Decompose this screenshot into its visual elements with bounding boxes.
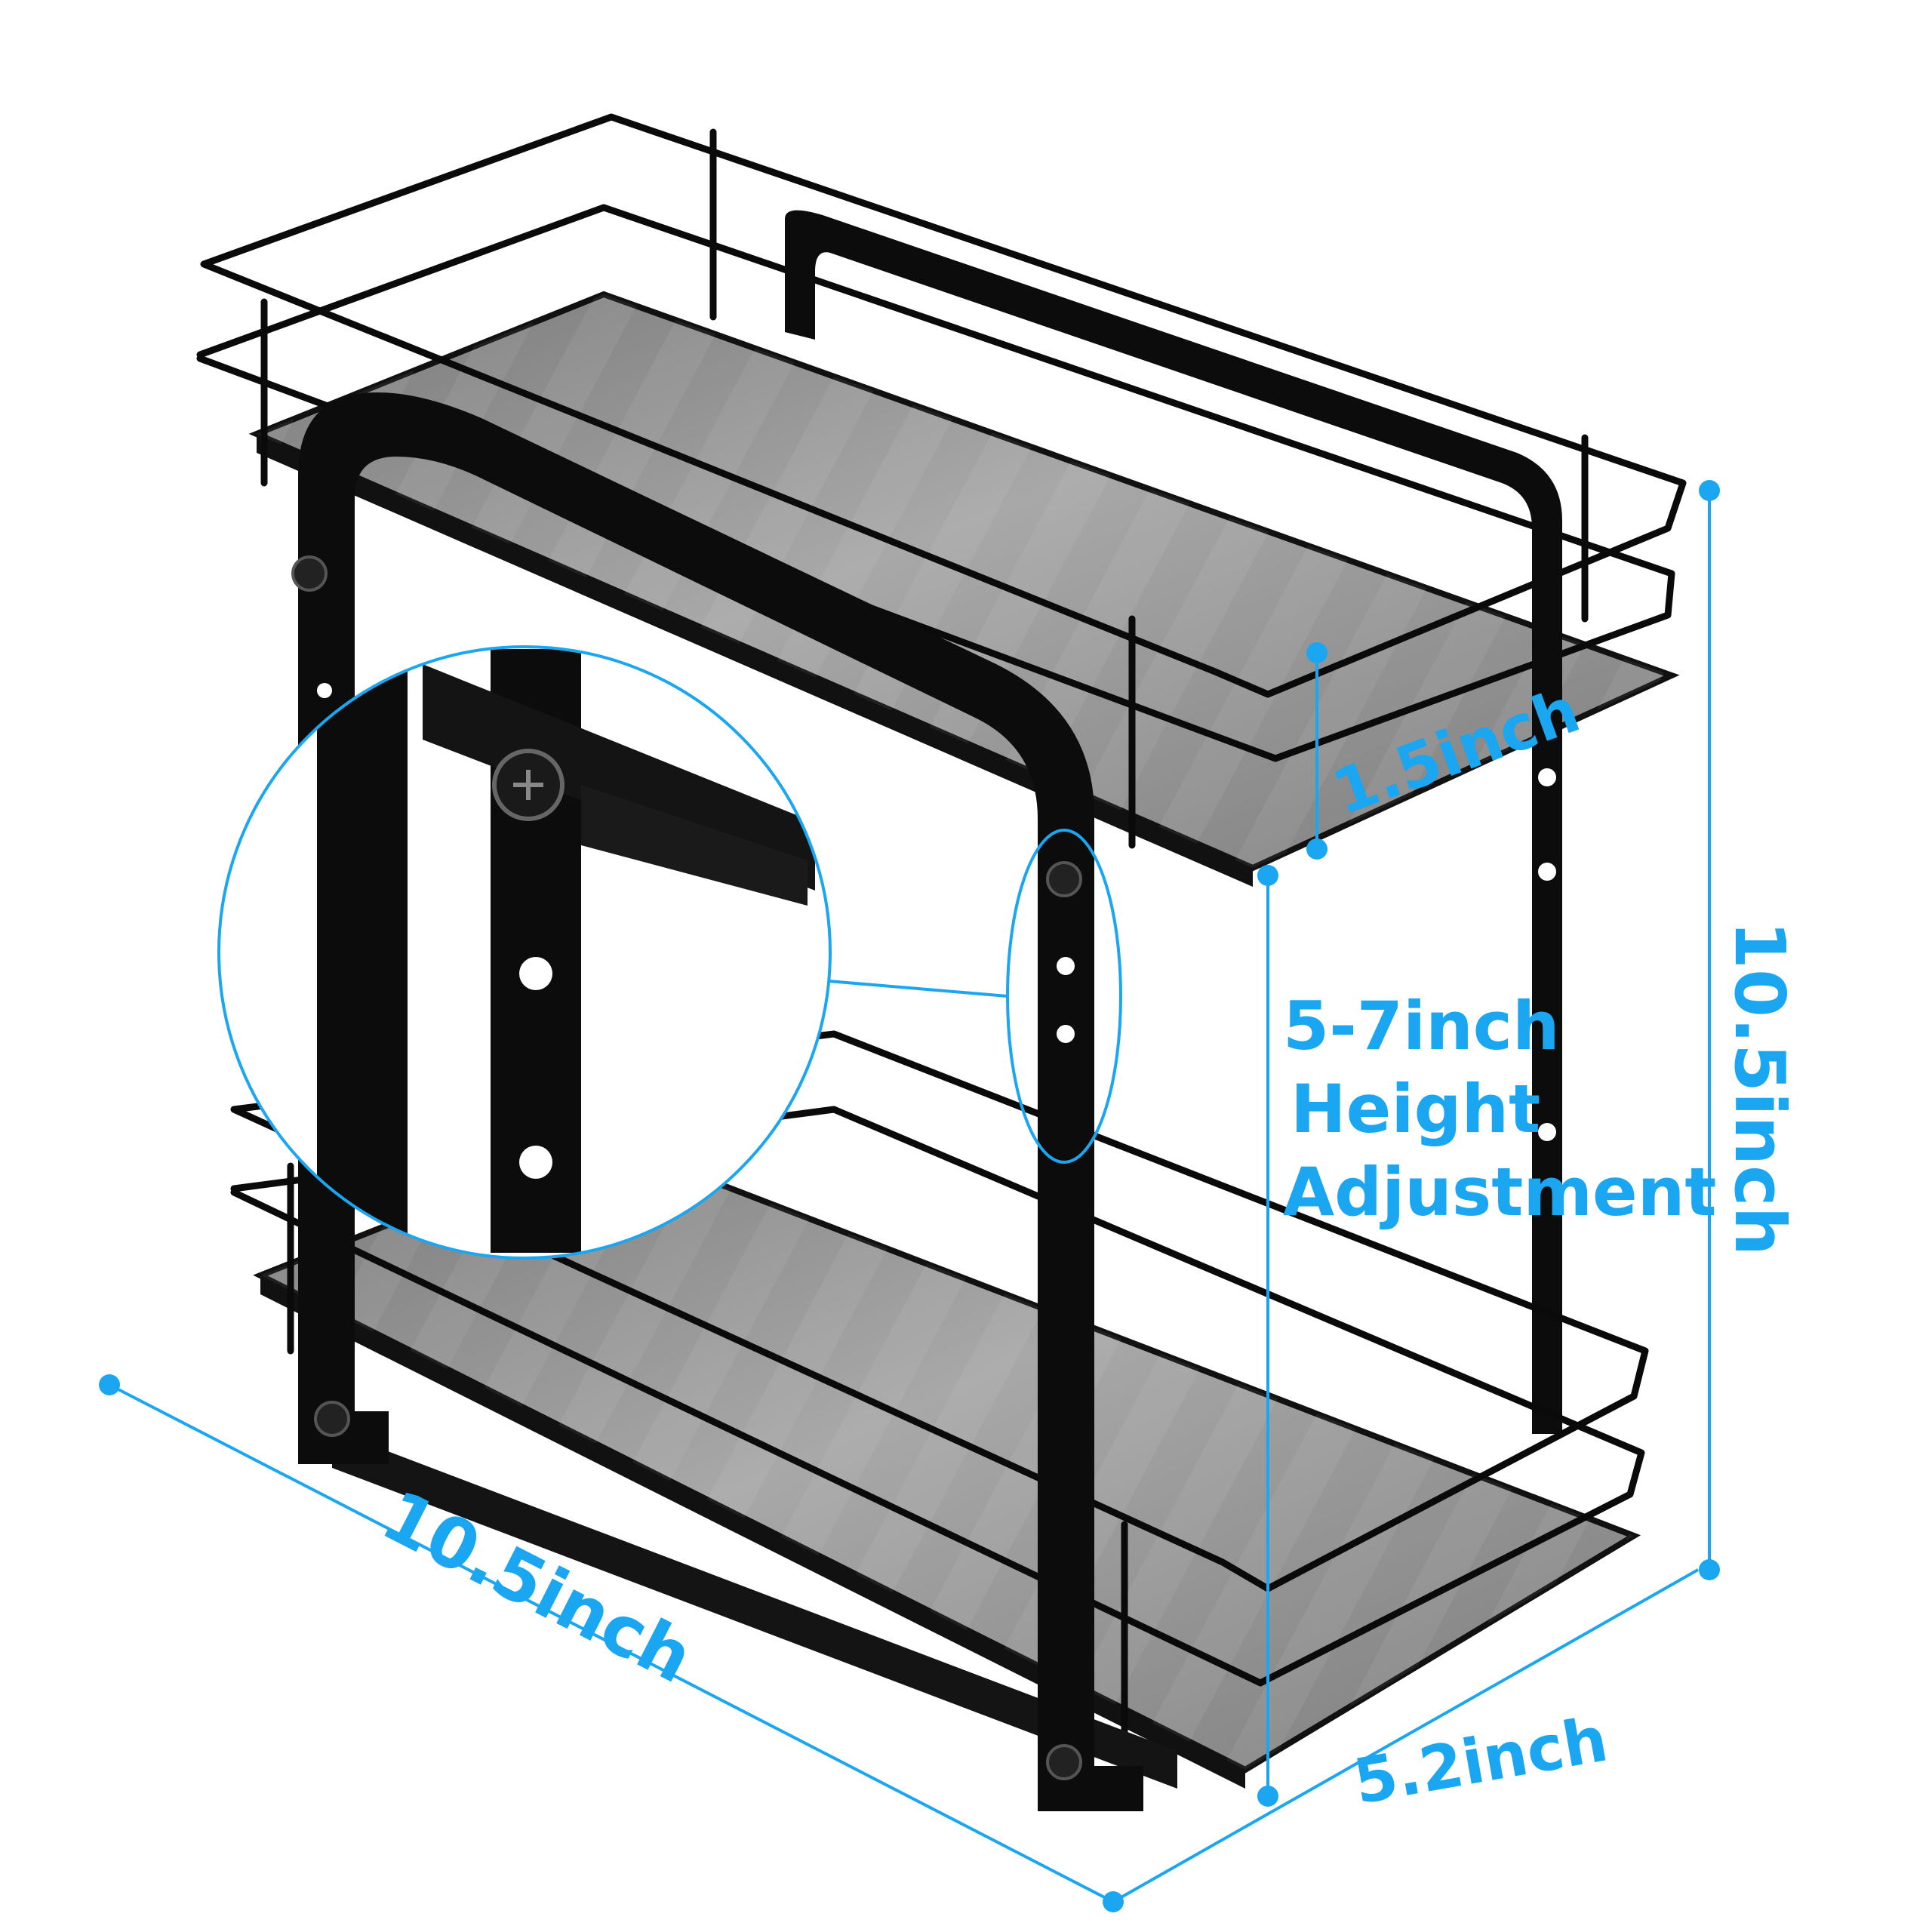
- bolt-icons: [291, 555, 1082, 1780]
- bolt-icon: [1046, 1744, 1082, 1780]
- zoom-callout: [217, 645, 1122, 1260]
- bolt-icon: [1046, 861, 1082, 897]
- width-label: 5.2inch: [1349, 1703, 1613, 1818]
- total-height-label: 10.5inch: [1719, 921, 1800, 1256]
- upper-middle-rail: [196, 204, 1675, 762]
- upper-top-rail: [200, 113, 1687, 698]
- bolt-icon: [291, 555, 328, 592]
- bolt-icon: [314, 1401, 350, 1437]
- lower-top-rail: [230, 1030, 1649, 1592]
- height-adjust-line-3: Adjustment: [1283, 1153, 1716, 1231]
- adjustment-holes: [317, 683, 1556, 1141]
- height-adjust-label: 5-7inch Height Adjustment: [1283, 987, 1716, 1231]
- height-adjust-line-1: 5-7inch: [1283, 987, 1560, 1065]
- height-adjust-line-2: Height: [1291, 1070, 1540, 1148]
- dimension-lines: [99, 480, 1720, 1912]
